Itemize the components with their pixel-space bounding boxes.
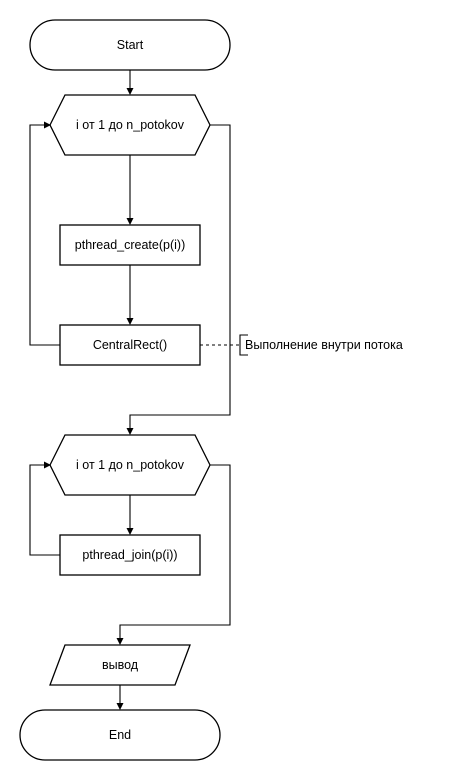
arrowhead [126, 218, 134, 225]
end-terminator: End [19, 709, 221, 761]
loop1-back-connector [29, 124, 60, 346]
central-label: CentralRect() [93, 338, 167, 352]
join-label: pthread_join(p(i)) [82, 548, 177, 562]
annotation-bracket [239, 334, 248, 356]
start-terminator: Start [29, 19, 231, 71]
arrowhead [116, 638, 124, 645]
create-label: pthread_create(p(i)) [75, 238, 185, 252]
loop2-exit-connector [119, 464, 231, 640]
loop2-back-connector [29, 464, 60, 556]
loop1-label: i от 1 до n_potokov [76, 118, 185, 132]
loop1-exit-connector [129, 124, 231, 430]
arrowhead [126, 428, 134, 435]
arrowhead [116, 703, 124, 710]
annotation-label: Выполнение внутри потока [245, 338, 403, 352]
arrowhead [126, 528, 134, 535]
loop2-hexagon: i от 1 до n_potokov [49, 434, 211, 496]
end-label: End [109, 728, 131, 742]
arrowhead [44, 461, 51, 469]
loop2-label: i от 1 до n_potokov [76, 458, 185, 472]
output-parallelogram: вывод [49, 644, 191, 686]
arrowhead [126, 318, 134, 325]
loop1-hexagon: i от 1 до n_potokov [49, 94, 211, 156]
join-process: pthread_join(p(i)) [59, 534, 201, 576]
create-process: pthread_create(p(i)) [59, 224, 201, 266]
central-process: CentralRect() [59, 324, 201, 366]
output-label: вывод [102, 658, 139, 672]
arrowhead [44, 121, 51, 129]
arrowhead [126, 88, 134, 95]
start-label: Start [117, 38, 144, 52]
